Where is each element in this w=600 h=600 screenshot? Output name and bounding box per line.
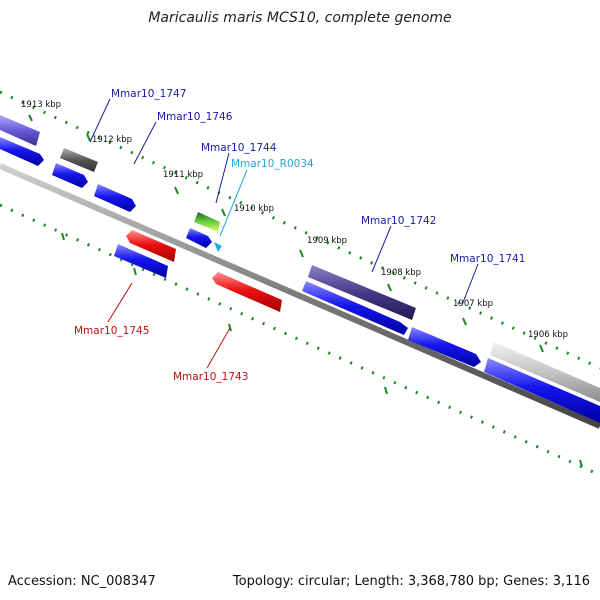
- label-mmar10-1741[interactable]: Mmar10_1741: [450, 253, 525, 265]
- leader-mmar10-1742: [371, 225, 392, 273]
- leader-mmar10-1743: [206, 327, 231, 369]
- gene-forward-6[interactable]: [408, 327, 481, 367]
- gene-labels: Mmar10_1747 Mmar10_1746 Mmar10_1744 Mmar…: [74, 88, 525, 383]
- tick-labels: 1913 kbp 1912 kbp 1911 kbp 1910 kbp 1909…: [21, 100, 568, 340]
- label-mmar10-1746[interactable]: Mmar10_1746: [157, 111, 233, 123]
- tick-label-1913: 1913 kbp: [21, 100, 61, 110]
- gene-mmar10-1745[interactable]: [126, 230, 176, 262]
- forward-genes: [0, 137, 600, 423]
- tick-track-inner: [0, 203, 600, 477]
- label-mmar10-1745[interactable]: Mmar10_1745: [74, 325, 149, 337]
- reverse-genes: [126, 230, 282, 312]
- major-ticks: [28, 114, 583, 468]
- gene-mmar10-r0034[interactable]: [214, 242, 222, 252]
- tick-label-1907: 1907 kbp: [453, 299, 493, 309]
- tick-label-1912: 1912 kbp: [92, 135, 132, 145]
- leader-mmar10-1741: [461, 263, 479, 306]
- map-title: Maricaulis maris MCS10, complete genome: [148, 10, 452, 26]
- label-mmar10-1744[interactable]: Mmar10_1744: [201, 142, 277, 154]
- label-mmar10-1747[interactable]: Mmar10_1747: [111, 88, 186, 100]
- tick-label-1908: 1908 kbp: [381, 268, 421, 278]
- gene-mmar10-1741[interactable]: [490, 342, 600, 402]
- gene-forward-3[interactable]: [94, 184, 136, 212]
- leader-mmar10-1744: [215, 152, 230, 204]
- gene-forward-8[interactable]: [114, 244, 168, 278]
- leader-mmar10-r0034: [219, 169, 248, 237]
- label-mmar10-1742[interactable]: Mmar10_1742: [361, 215, 436, 227]
- label-mmar10-r0034[interactable]: Mmar10_R0034: [231, 158, 314, 170]
- tick-label-1911: 1911 kbp: [163, 170, 203, 180]
- topology-text: Topology: circular; Length: 3,368,780 bp…: [232, 574, 590, 589]
- leader-mmar10-1745: [107, 282, 133, 323]
- tick-label-1909: 1909 kbp: [307, 236, 347, 246]
- label-mmar10-1743[interactable]: Mmar10_1743: [173, 371, 248, 383]
- leader-lines: [89, 98, 479, 369]
- gene-mmar10-1744[interactable]: [194, 212, 220, 232]
- leader-mmar10-1747: [89, 98, 111, 143]
- gene-mmar10-1742[interactable]: [308, 265, 416, 320]
- tick-label-1906: 1906 kbp: [528, 330, 568, 340]
- gene-mmar10-1746[interactable]: [60, 148, 98, 172]
- gene-mmar10-1747[interactable]: [0, 115, 40, 146]
- gene-forward-4[interactable]: [186, 228, 212, 248]
- genome-backbone: [0, 163, 600, 429]
- gene-forward-2[interactable]: [52, 163, 88, 188]
- gene-forward-5[interactable]: [302, 281, 408, 335]
- accession-text: Accession: NC_008347: [8, 574, 156, 589]
- gene-forward-1[interactable]: [0, 137, 44, 166]
- other-genes: [0, 115, 600, 402]
- tick-label-1910: 1910 kbp: [234, 204, 274, 214]
- gene-forward-7[interactable]: [484, 358, 600, 423]
- leader-mmar10-1746: [133, 121, 157, 165]
- gene-mmar10-1743[interactable]: [212, 272, 282, 312]
